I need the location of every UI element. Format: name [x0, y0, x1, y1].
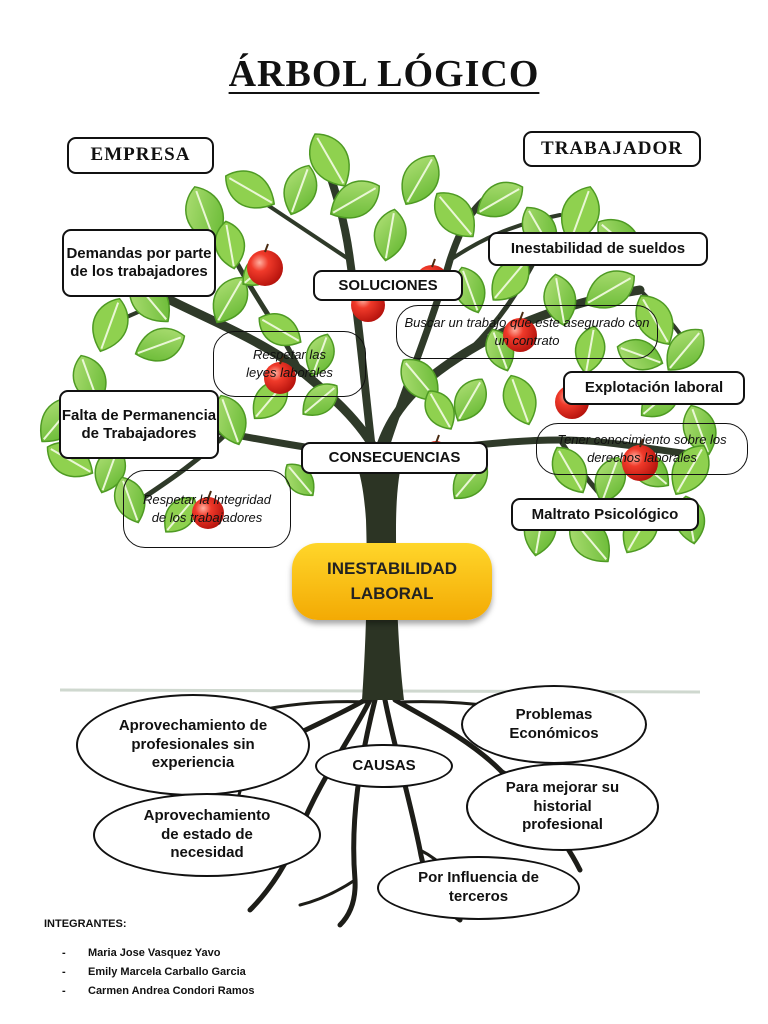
root: [337, 697, 378, 928]
cause-estado-necesidad: Aprovechamiento de estado de necesidad: [93, 793, 321, 877]
header-trabajador: TRABAJADOR: [523, 131, 701, 167]
cause-problemas-economicos: Problemas Económicos: [461, 685, 647, 764]
leaf: [671, 445, 710, 496]
leaf: [584, 270, 635, 309]
leaf: [225, 170, 276, 209]
team-member: -Carmen Andrea Condori Ramos: [62, 985, 255, 997]
leaf: [543, 273, 577, 327]
root: [298, 878, 357, 907]
leaf: [212, 394, 247, 446]
label-causas: CAUSAS: [315, 744, 453, 788]
cause-influencia-terceros: Por Influencia de terceros: [377, 856, 580, 920]
consequence-explotacion: Explotación laboral: [563, 371, 745, 405]
leaf: [214, 220, 245, 270]
cause-mejorar-historial: Para mejorar su historial profesional: [466, 763, 659, 851]
apple: [622, 438, 658, 481]
consequence-inestabilidad-sueldos: Inestabilidad de sueldos: [488, 232, 708, 266]
leaf: [92, 297, 129, 353]
leaf: [401, 155, 440, 206]
leaf: [551, 446, 588, 494]
leaf: [258, 313, 302, 347]
apple: [247, 243, 283, 286]
leaf: [212, 276, 249, 324]
leaf: [329, 180, 380, 219]
leaf: [373, 208, 407, 262]
leaf: [308, 133, 350, 187]
solution-respetar-leyes: Respetar las leyes laborales: [213, 331, 366, 397]
leaf: [594, 456, 627, 504]
team-member: -Emily Marcela Carballo Garcia: [62, 966, 246, 978]
leaf: [575, 325, 606, 375]
apple: [264, 355, 296, 394]
branch: [321, 156, 376, 454]
consequence-maltrato: Maltrato Psicológico: [511, 498, 699, 531]
leaf: [424, 390, 455, 430]
solution-buscar-trabajo: Buscar un trabajo que este asegurado con…: [396, 305, 658, 359]
consequence-falta-permanencia: Falta de Permanencia de Trabajadores: [59, 390, 219, 459]
solution-conocimiento-derechos: Tener conocimiento sobre los derechos la…: [536, 423, 748, 475]
leaf: [283, 164, 318, 216]
leaf: [502, 374, 537, 426]
label-consecuencias: CONSECUENCIAS: [301, 442, 488, 474]
consequence-demandas: Demandas por parte de los trabajadores: [62, 229, 216, 297]
leaf: [305, 333, 335, 377]
page-title: ÁRBOL LÓGICO: [228, 53, 540, 95]
solution-respetar-integridad: Respetar la Integridad de los trabajador…: [123, 470, 291, 548]
team-heading: INTEGRANTES:: [44, 918, 127, 930]
team-member: -Maria Jose Vasquez Yavo: [62, 947, 221, 959]
branch: [137, 427, 233, 503]
leaf: [476, 181, 524, 218]
header-empresa: EMPRESA: [67, 137, 214, 174]
leaf: [134, 327, 186, 362]
apple: [503, 311, 537, 352]
leaf: [433, 192, 476, 238]
leaf: [453, 378, 487, 422]
cause-profesionales-sin-experiencia: Aprovechamiento de profesionales sin exp…: [76, 694, 310, 796]
leaf: [666, 328, 705, 371]
label-soluciones: SOLUCIONES: [313, 270, 463, 301]
apple: [192, 490, 224, 529]
leaf: [164, 496, 197, 533]
leaf: [682, 404, 717, 456]
